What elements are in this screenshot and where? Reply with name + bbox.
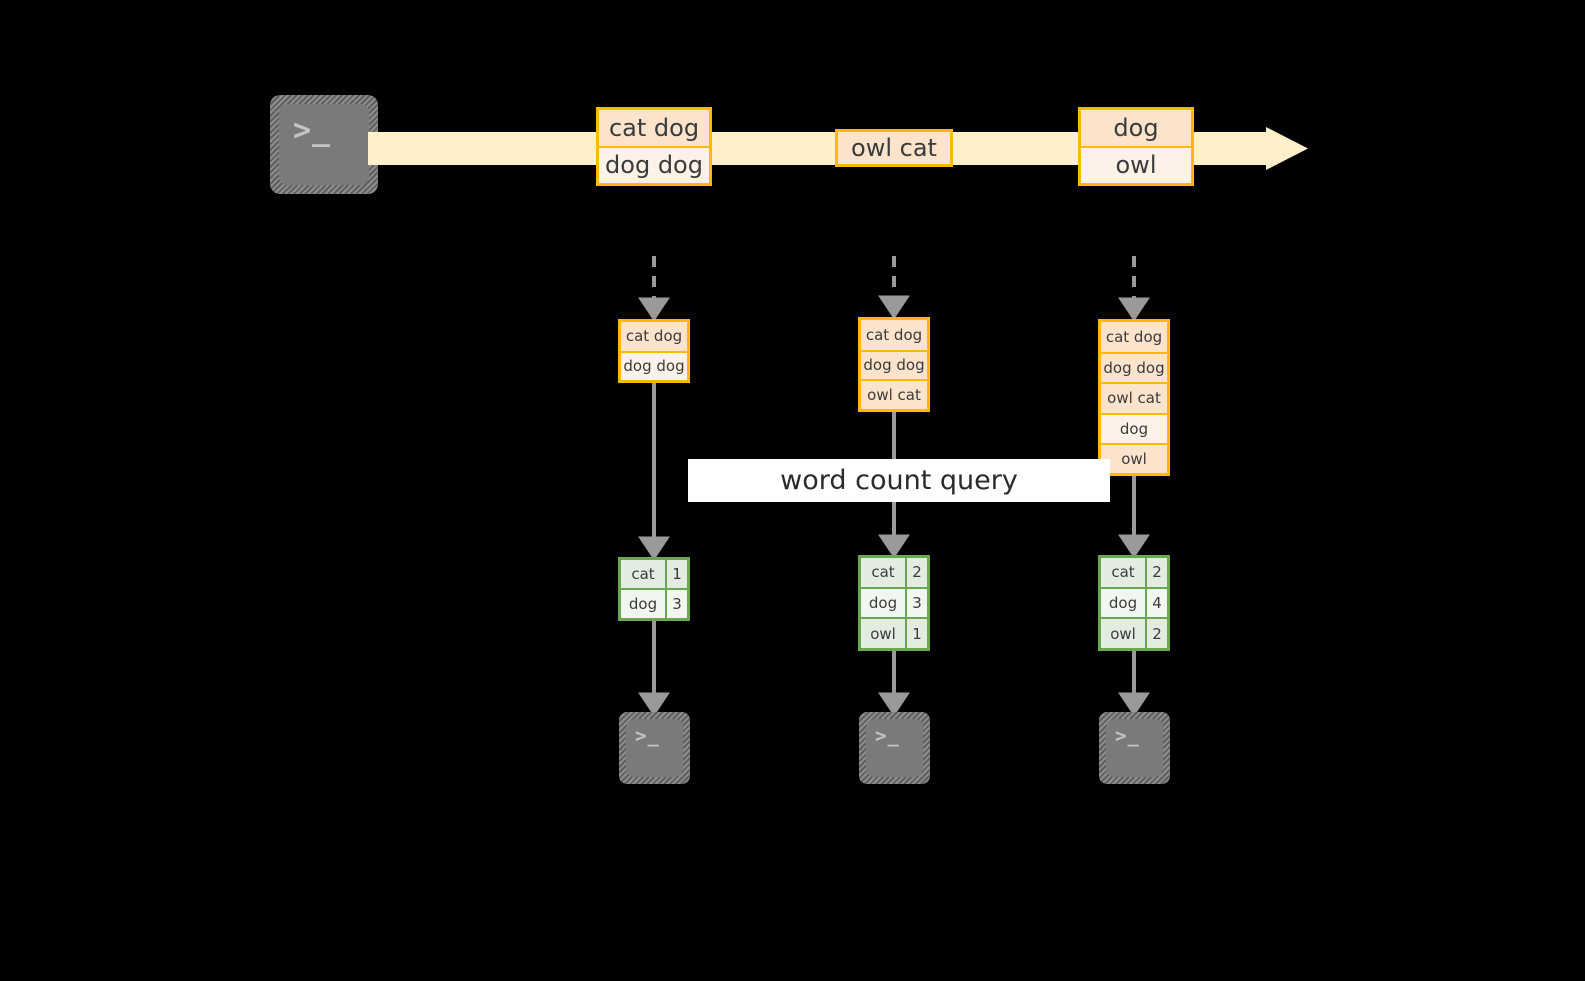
result-word: dog bbox=[621, 590, 667, 618]
result-word: dog bbox=[1101, 588, 1147, 618]
table-row: dog 3 bbox=[861, 586, 927, 618]
table-row: owl 2 bbox=[1101, 617, 1167, 649]
stream-message-line: owl cat bbox=[838, 132, 950, 164]
result-count: 1 bbox=[907, 619, 927, 649]
stream-message-2: owl cat bbox=[835, 129, 953, 167]
table-row: owl 1 bbox=[861, 617, 927, 649]
result-count: 2 bbox=[1147, 619, 1167, 649]
query-banner-label: word count query bbox=[780, 465, 1018, 496]
stream-message-line: owl bbox=[1081, 145, 1191, 183]
result-word: dog bbox=[861, 588, 907, 618]
stack-line: dog bbox=[1101, 412, 1167, 443]
result-count: 2 bbox=[907, 558, 927, 587]
stream-message-3: dog owl bbox=[1078, 107, 1194, 186]
result-word: owl bbox=[1101, 619, 1147, 649]
result-table-1: cat 1 dog 3 bbox=[618, 557, 690, 621]
stack-line: cat dog bbox=[1101, 322, 1167, 353]
stream-message-1: cat dog dog dog bbox=[596, 107, 712, 186]
terminal-screen: >_ bbox=[279, 104, 369, 185]
result-word: owl bbox=[861, 619, 907, 649]
terminal-prompt-glyph: >_ bbox=[875, 725, 900, 747]
result-word: cat bbox=[621, 560, 667, 588]
table-row: cat 2 bbox=[861, 558, 927, 587]
terminal-icon-sink-3[interactable]: >_ bbox=[1099, 712, 1170, 784]
stack-line: owl bbox=[1101, 442, 1167, 473]
stack-line: cat dog bbox=[621, 322, 687, 351]
result-count: 4 bbox=[1147, 588, 1167, 618]
result-table-3: cat 2 dog 4 owl 2 bbox=[1098, 555, 1170, 651]
stack-line: dog dog bbox=[861, 349, 927, 380]
table-row: dog 4 bbox=[1101, 586, 1167, 618]
stack-line: owl cat bbox=[1101, 382, 1167, 413]
stack-line: owl cat bbox=[861, 379, 927, 410]
accumulated-input-stack-2: cat dog dog dog owl cat bbox=[858, 317, 930, 412]
result-word: cat bbox=[1101, 558, 1147, 587]
result-count: 3 bbox=[667, 590, 687, 618]
terminal-screen: >_ bbox=[866, 719, 923, 777]
result-count: 2 bbox=[1147, 558, 1167, 587]
terminal-screen: >_ bbox=[1106, 719, 1163, 777]
result-word: cat bbox=[861, 558, 907, 587]
table-row: cat 1 bbox=[621, 560, 687, 588]
table-row: cat 2 bbox=[1101, 558, 1167, 587]
stream-message-line: cat dog bbox=[599, 110, 709, 146]
accumulated-input-stack-1: cat dog dog dog bbox=[618, 319, 690, 383]
terminal-icon-sink-1[interactable]: >_ bbox=[619, 712, 690, 784]
query-banner: word count query bbox=[688, 459, 1110, 502]
terminal-screen: >_ bbox=[626, 719, 683, 777]
terminal-prompt-glyph: >_ bbox=[293, 113, 332, 148]
terminal-icon-sink-2[interactable]: >_ bbox=[859, 712, 930, 784]
terminal-prompt-glyph: >_ bbox=[635, 725, 660, 747]
terminal-prompt-glyph: >_ bbox=[1115, 725, 1140, 747]
stack-line: dog dog bbox=[621, 350, 687, 380]
result-table-2: cat 2 dog 3 owl 1 bbox=[858, 555, 930, 651]
accumulated-input-stack-3: cat dog dog dog owl cat dog owl bbox=[1098, 319, 1170, 476]
terminal-icon-source[interactable]: >_ bbox=[270, 95, 378, 194]
stream-message-line: dog bbox=[1081, 110, 1191, 146]
result-count: 3 bbox=[907, 588, 927, 618]
stream-message-line: dog dog bbox=[599, 145, 709, 183]
stack-line: cat dog bbox=[861, 320, 927, 350]
stack-line: dog dog bbox=[1101, 352, 1167, 383]
result-count: 1 bbox=[667, 560, 687, 588]
table-row: dog 3 bbox=[621, 588, 687, 618]
